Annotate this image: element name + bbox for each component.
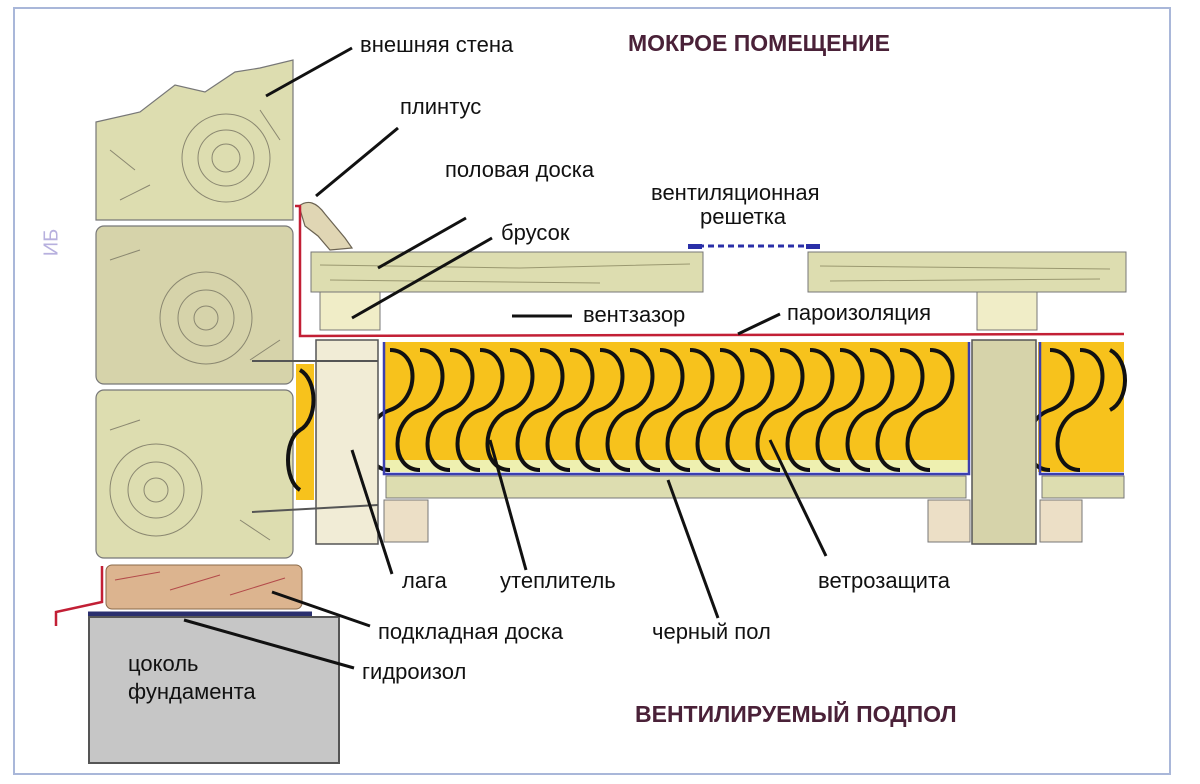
- label-vent-grille-1: вентиляционная: [651, 180, 820, 205]
- joist-left: [315, 339, 379, 545]
- joist-right: [971, 339, 1037, 545]
- vent-grille-end-right: [806, 244, 820, 249]
- label-floor-board: половая доска: [445, 157, 595, 182]
- label-rough-floor: черный пол: [652, 619, 771, 644]
- rough-floor-board: [385, 475, 967, 499]
- label-joist: лага: [402, 568, 447, 593]
- cranial-bar-3: [1039, 499, 1083, 543]
- label-outer-wall: внешняя стена: [360, 32, 514, 57]
- rough-floor-board-right: [1041, 475, 1125, 499]
- outer-wall-logs: [95, 59, 294, 559]
- leader-lines: [183, 46, 828, 670]
- label-plinth: плинтус: [400, 94, 482, 119]
- label-wind-barrier: ветрозащита: [818, 568, 951, 593]
- cranial-bar-1: [383, 499, 429, 543]
- vent-grille-end-left: [688, 244, 702, 249]
- subfloor-board: [105, 564, 303, 610]
- header-top: МОКРОЕ ПОМЕЩЕНИЕ: [628, 30, 890, 56]
- frame-border: [13, 7, 1171, 775]
- foundation-plinth: [88, 616, 340, 764]
- label-bar: брусок: [501, 220, 570, 245]
- label-vapor-barrier: пароизоляция: [787, 300, 932, 325]
- floor-board-grain: [319, 263, 1111, 284]
- wind-barrier-right: [1038, 342, 1124, 476]
- nail-bottom: [251, 504, 379, 513]
- vapor-barrier-line: [295, 204, 1125, 338]
- subfloor-grain: [114, 571, 286, 596]
- bar-right: [976, 291, 1038, 331]
- label-waterproofing: гидроизол: [362, 659, 467, 684]
- label-foundation-1: цоколь: [128, 651, 199, 676]
- label-vent-grille-2: решетка: [700, 204, 787, 229]
- label-insulation: утеплитель: [500, 568, 616, 593]
- author-signature: ИБ: [40, 228, 63, 257]
- label-foundation-2: фундамента: [128, 679, 256, 704]
- floor-board-left: [310, 251, 704, 293]
- wind-barrier-left: [382, 342, 971, 476]
- header-bottom: ВЕНТИЛИРУЕМЫЙ ПОДПОЛ: [635, 701, 957, 727]
- red-trim: [54, 566, 104, 626]
- bar-left: [319, 291, 381, 331]
- insulation-layer: [286, 342, 1127, 500]
- cranial-bar-2: [927, 499, 971, 543]
- label-subfloor-board: подкладная доска: [378, 619, 564, 644]
- label-vent-gap: вентзазор: [583, 302, 686, 327]
- floor-board-right: [807, 251, 1127, 293]
- plinth-shape: [298, 201, 354, 251]
